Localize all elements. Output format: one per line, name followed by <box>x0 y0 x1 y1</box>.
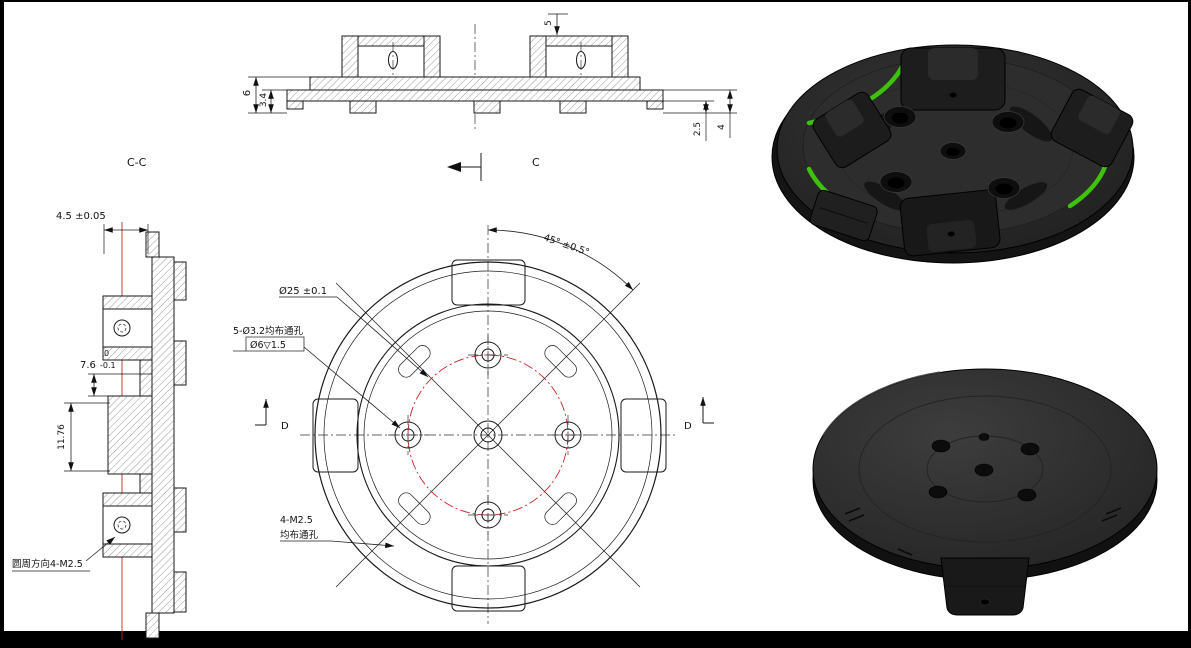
bolt-holes <box>388 335 588 535</box>
clip-tab-left <box>312 398 359 473</box>
dim-4-5: 4.5 ±0.05 <box>56 211 106 222</box>
clip-tab-bottom <box>451 565 526 612</box>
holes-callout-line1: 5-Ø3.2均布通孔 <box>233 325 304 337</box>
svg-text:D: D <box>281 421 289 432</box>
side-view-title: C-C <box>127 156 147 169</box>
face-holes <box>879 106 1025 199</box>
underside-holes <box>928 433 1040 502</box>
render-top-iso <box>771 44 1135 264</box>
m25-callout-line1: 4-M2.5 <box>280 515 313 526</box>
bottom-hub <box>940 557 1030 616</box>
dim-11-76: 11.76 <box>57 424 67 450</box>
section-c-arrow <box>447 153 482 181</box>
dim-5: 5 <box>544 20 554 26</box>
top-section-view: 6 3.4 5 2.5 4 C <box>242 13 737 181</box>
svg-text:D: D <box>684 421 692 432</box>
clip-towers <box>809 47 1134 257</box>
side-section-view: C-C 4.5 ±0.05 0 7.6 -0.1 <box>12 156 187 640</box>
outer-circle <box>314 261 662 609</box>
dim-2-5: 2.5 <box>693 122 703 136</box>
tol-zero: 0 <box>104 349 109 358</box>
clip-tab-right <box>620 398 667 473</box>
dim-7-6: 7.6 <box>80 360 96 371</box>
dim-3-4: 3.4 <box>259 93 269 108</box>
holes-callout-line2: Ø6▽1.5 <box>250 340 286 351</box>
circumferential-note: 圆周方向4-M2.5 <box>12 558 83 570</box>
m25-callout-line2: 均布通孔 <box>280 529 319 541</box>
lower-screw-hole <box>113 516 131 534</box>
side-latch <box>809 189 878 242</box>
dim-4: 4 <box>717 124 727 130</box>
dim-bolt-circle: Ø25 ±0.1 <box>279 285 327 297</box>
section-d-right: D <box>684 397 714 432</box>
tol-minus: -0.1 <box>100 361 116 370</box>
upper-screw-hole <box>113 319 131 337</box>
render-bottom-iso <box>812 368 1158 616</box>
dim-6: 6 <box>242 90 253 96</box>
section-d-left: D <box>255 399 289 432</box>
section-c-label: C <box>532 156 540 169</box>
